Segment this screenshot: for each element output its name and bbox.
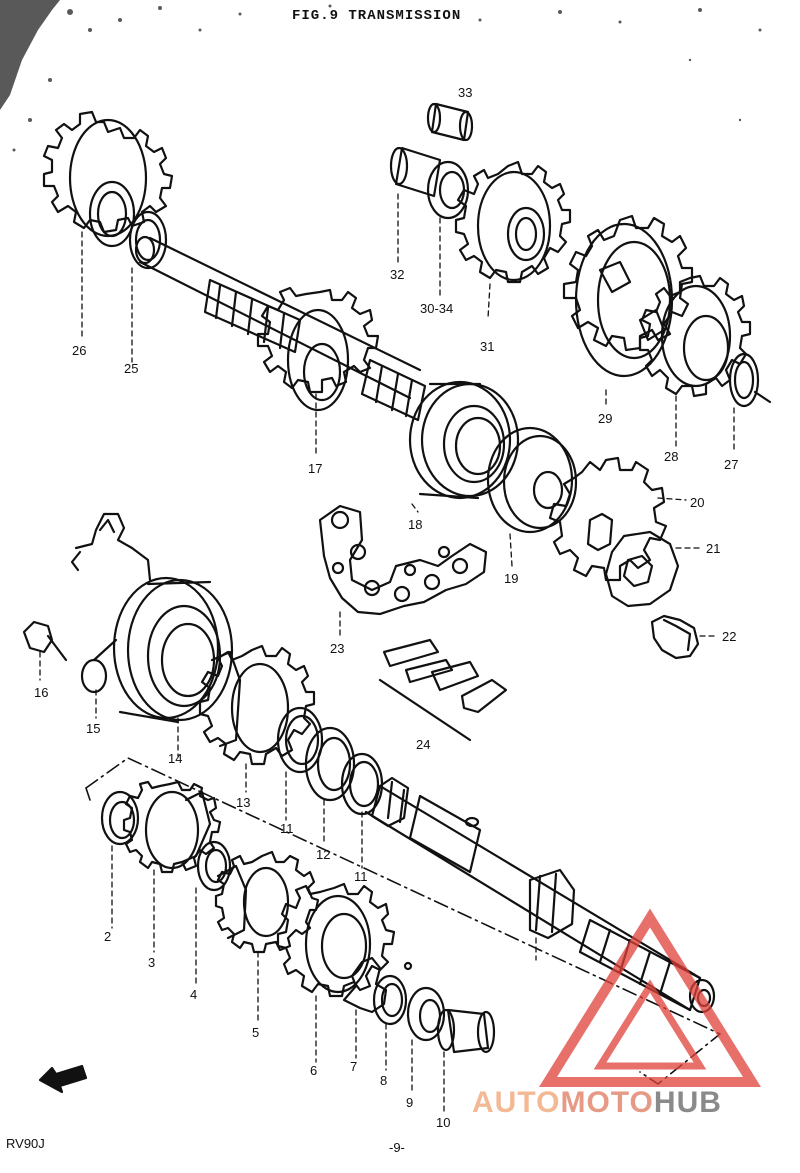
chain-23	[318, 504, 488, 616]
part-label-7: 7	[350, 1059, 358, 1074]
circlip-2	[100, 790, 140, 846]
gear-31	[454, 160, 572, 284]
part-label-28: 28	[664, 449, 679, 464]
part-label-16: 16	[34, 685, 49, 700]
part-label-29: 29	[598, 411, 613, 426]
part-label-6: 6	[310, 1063, 318, 1078]
part-label-12: 12	[316, 847, 331, 862]
part-label-13: 13	[236, 795, 251, 810]
part-label-30-34: 30-34	[420, 301, 454, 316]
watermark-logo-triangle	[539, 908, 761, 1087]
gear-3	[122, 780, 222, 874]
part-label-9: 9	[406, 1095, 414, 1110]
gear-26	[42, 110, 174, 248]
part-label-31: 31	[480, 339, 495, 354]
part-label-11-upper: 11	[280, 821, 294, 836]
circlip-25	[128, 210, 168, 270]
bearing-retainer-15	[70, 512, 152, 694]
screw-16	[22, 620, 68, 662]
part-label-8: 8	[380, 1073, 388, 1088]
circlip-11-a	[276, 706, 324, 774]
gear-5	[214, 850, 320, 954]
chain-joint-24	[378, 638, 508, 742]
part-label-21: 21	[706, 541, 721, 556]
assembly-outline	[85, 757, 721, 1085]
figure-title: FIG.9 TRANSMISSION	[292, 8, 462, 24]
lock-washer-21	[604, 530, 680, 608]
part-label-22: 22	[722, 629, 737, 644]
part-label-20: 20	[690, 495, 705, 510]
gear-6	[276, 882, 396, 998]
scan-noise	[0, 0, 762, 152]
part-label-4: 4	[190, 987, 198, 1002]
model-code: RV90J	[6, 1136, 45, 1151]
circlip-8	[372, 961, 413, 1026]
part-label-25: 25	[124, 361, 139, 376]
part-label-10: 10	[436, 1115, 451, 1130]
part-label-3: 3	[148, 955, 156, 970]
bushing-10	[436, 1008, 496, 1054]
part-label-11-lower: 11	[354, 869, 368, 884]
direction-arrow-icon	[38, 1064, 88, 1094]
part-label-5: 5	[252, 1025, 260, 1040]
part-label-14: 14	[168, 751, 183, 766]
watermark-hub: HUB	[653, 1086, 722, 1119]
part-label-33: 33	[458, 85, 473, 100]
counter-shaft	[134, 235, 427, 422]
page-number: -9-	[389, 1140, 405, 1155]
washer-12	[304, 726, 356, 802]
part-label-24: 24	[416, 737, 431, 752]
watermark-auto: AUTO	[472, 1086, 561, 1119]
part-label-19: 19	[504, 571, 519, 586]
part-label-17: 17	[308, 461, 323, 476]
part-label-18: 18	[408, 517, 423, 532]
gear-13	[198, 644, 316, 766]
bolt-22	[650, 614, 700, 660]
part-label-15: 15	[86, 721, 101, 736]
gear-17	[256, 286, 380, 412]
oil-seal-19	[486, 426, 578, 534]
part-label-27: 27	[724, 457, 739, 472]
lock-washer-7	[342, 956, 388, 1014]
part-label-23: 23	[330, 641, 345, 656]
bushing-32	[389, 146, 442, 198]
sprocket-20	[548, 456, 668, 582]
part-label-26: 26	[72, 343, 87, 358]
watermark-text: AUTOMOTOHUB	[472, 1086, 722, 1120]
part-label-32: 32	[390, 267, 405, 282]
gear-29	[562, 214, 694, 378]
bearing-18	[408, 380, 520, 500]
washer-30-34	[426, 160, 470, 220]
part-label-2: 2	[104, 929, 112, 944]
bearing-14	[112, 576, 234, 724]
leader-lines	[39, 193, 735, 1113]
collar-33	[426, 102, 474, 142]
watermark-moto: MOTO	[560, 1086, 654, 1119]
circlip-4	[196, 840, 232, 892]
main-shaft	[364, 776, 716, 1014]
